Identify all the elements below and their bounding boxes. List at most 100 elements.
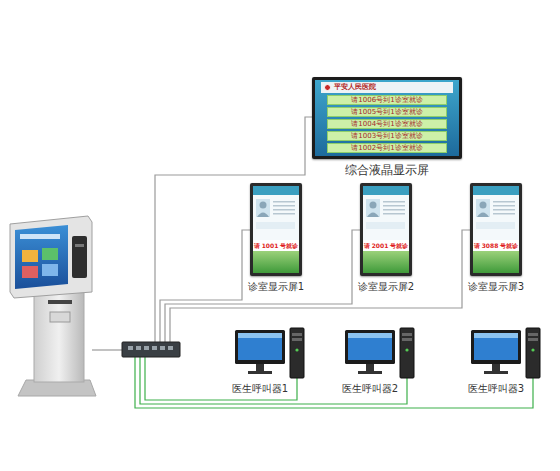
device-label: 综合液晶显示屏 [312, 162, 462, 179]
screen-body [253, 195, 299, 240]
kiosk-screen [15, 225, 68, 289]
wire [92, 349, 122, 350]
monitor-base [484, 371, 508, 374]
device-label: 诊室显示屏2 [351, 280, 421, 294]
power-light [531, 348, 534, 351]
info-line [383, 209, 405, 211]
info-line [273, 201, 295, 203]
hospital-logo [324, 84, 331, 91]
drive-bay [528, 333, 538, 336]
doctor-photo [363, 195, 409, 233]
info-line [493, 213, 515, 215]
info-line [493, 209, 515, 211]
screen-header [473, 186, 519, 195]
device-label: 医生呼叫器1 [232, 382, 288, 396]
monitor-screen [474, 333, 518, 360]
switch-port [144, 346, 149, 350]
screen-button [22, 266, 38, 278]
drive-bay [292, 338, 302, 341]
screen-footer [363, 251, 409, 273]
monitor-stand [256, 364, 264, 371]
call-row-bar: 请1003号到1诊室就诊 [327, 131, 448, 141]
info-line [493, 205, 515, 207]
call-row-text: 请1002号到1诊室就诊 [351, 144, 422, 152]
power-light [295, 348, 298, 351]
info-line [273, 209, 295, 211]
monitor-base [358, 371, 382, 374]
kiosk-printer [48, 300, 72, 304]
photo-frame [476, 199, 490, 217]
computer-icon [470, 326, 550, 380]
display-header: 平安人民医院 [321, 82, 453, 93]
photo-body [257, 213, 269, 218]
photo-head [480, 202, 487, 209]
call-text: 请 3088 号就诊 [473, 240, 519, 251]
display-bezel: 平安人民医院请1006号到1诊室就诊请1005号到1诊室就诊请1004号到1诊室… [312, 77, 462, 159]
drive-bay [528, 338, 538, 341]
screen-shine [238, 333, 282, 338]
display-screen: 平安人民医院请1006号到1诊室就诊请1005号到1诊室就诊请1004号到1诊室… [315, 80, 459, 156]
monitor-frame [345, 330, 395, 364]
monitor-frame [235, 330, 285, 364]
screen-bar [20, 234, 60, 239]
photo-frame [256, 199, 270, 217]
call-row-text: 请1006号到1诊室就诊 [351, 96, 422, 104]
call-row-bar: 请1006号到1诊室就诊 [327, 95, 448, 105]
switch-body [122, 342, 180, 357]
doctor-photo [473, 195, 519, 233]
call-text: 请 2001 号就诊 [363, 240, 409, 251]
info-band [366, 222, 405, 229]
display-title: 平安人民医院 [334, 82, 376, 93]
wire [140, 357, 407, 404]
device-label: 医生呼叫器2 [342, 382, 398, 396]
call-row-bar: 请1002号到1诊室就诊 [327, 143, 448, 153]
monitor-screen [348, 333, 392, 360]
photo-head [370, 202, 377, 209]
photo-body [367, 213, 379, 218]
call-row-text: 请1003号到1诊室就诊 [351, 132, 422, 140]
screen-shine [348, 333, 392, 338]
pc-node: 医生呼叫器3 [470, 326, 550, 396]
call-row-text: 请1004号到1诊室就诊 [351, 120, 422, 128]
clinic-screen-bezel: 请 1001 号就诊 [250, 183, 302, 276]
device-label: 诊室显示屏3 [461, 280, 531, 294]
computer-icon [344, 326, 424, 380]
device-label: 诊室显示屏1 [241, 280, 311, 294]
computer-icon [234, 326, 314, 380]
monitor-base [248, 371, 272, 374]
pc-tower [526, 328, 540, 378]
kiosk-head [10, 216, 92, 298]
switch-port [136, 346, 141, 350]
monitor-stand [492, 364, 500, 371]
photo-frame [366, 199, 380, 217]
info-line [383, 213, 405, 215]
monitor-stand [366, 364, 374, 371]
switch-port [168, 346, 173, 350]
info-band [476, 222, 515, 229]
info-band [256, 222, 295, 229]
screen-node: 请 3088 号就诊诊室显示屏3 [461, 183, 531, 294]
screen-node: 请 2001 号就诊诊室显示屏2 [351, 183, 421, 294]
monitor-frame [471, 330, 521, 364]
info-line [273, 213, 295, 215]
monitor-screen [238, 333, 282, 360]
switch-port [160, 346, 165, 350]
lcd-node: 平安人民医院请1006号到1诊室就诊请1005号到1诊室就诊请1004号到1诊室… [312, 77, 462, 179]
info-line [383, 201, 405, 203]
network-wires [92, 117, 533, 408]
kiosk-panel [50, 312, 70, 322]
switch-port [152, 346, 157, 350]
screen-node: 请 1001 号就诊诊室显示屏1 [241, 183, 311, 294]
screen-button [22, 250, 38, 262]
info-line [383, 205, 405, 207]
screen-header [363, 186, 409, 195]
screen-body [473, 195, 519, 240]
card-reader [72, 236, 87, 278]
screen-shine [474, 333, 518, 338]
power-light [405, 348, 408, 351]
drive-bay [402, 338, 412, 341]
drive-bay [402, 333, 412, 336]
device-label: 医生呼叫器3 [468, 382, 524, 396]
